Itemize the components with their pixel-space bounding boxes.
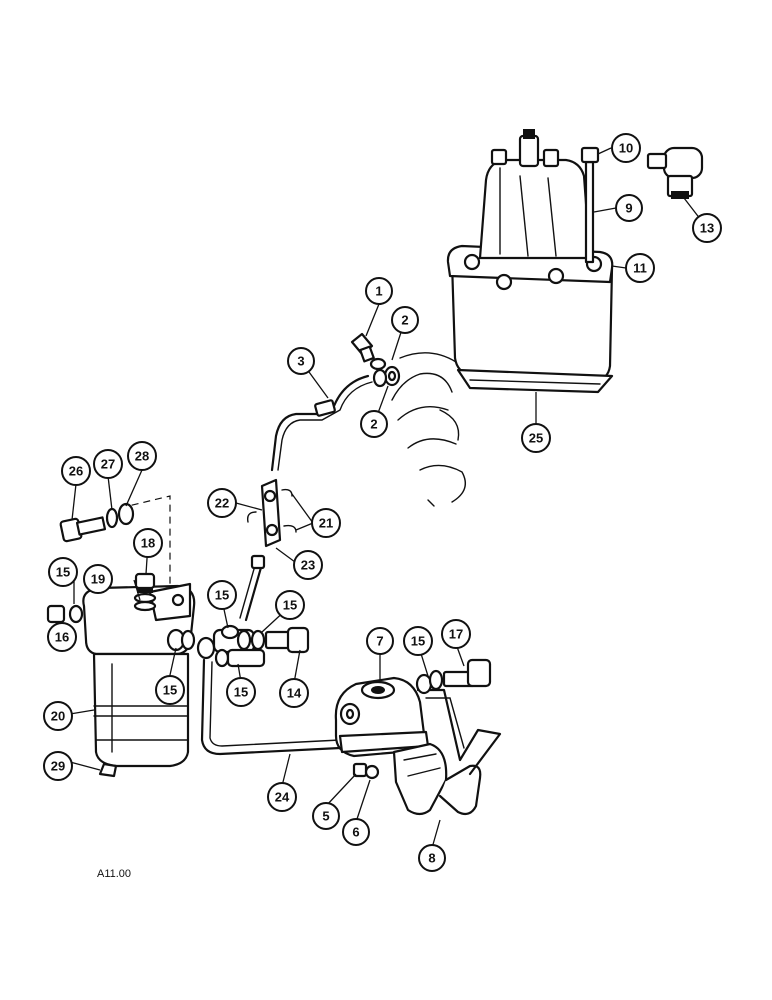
callout-5: 5 bbox=[312, 802, 340, 830]
callout-14: 14 bbox=[279, 678, 309, 708]
callout-2-lower: 2 bbox=[360, 410, 388, 438]
callout-22: 22 bbox=[207, 488, 237, 518]
svg-text:25: 25 bbox=[529, 431, 543, 446]
svg-text:15: 15 bbox=[411, 634, 425, 649]
callout-13: 13 bbox=[692, 213, 722, 243]
callout-25: 25 bbox=[521, 423, 551, 453]
callout-15-tee-right: 15 bbox=[275, 590, 305, 620]
callout-9: 9 bbox=[615, 194, 643, 222]
callout-28: 28 bbox=[127, 441, 157, 471]
svg-text:11: 11 bbox=[633, 261, 647, 276]
callout-23: 23 bbox=[293, 550, 323, 580]
governor-housing bbox=[446, 129, 614, 394]
svg-text:13: 13 bbox=[700, 221, 714, 236]
svg-text:21: 21 bbox=[319, 516, 333, 531]
callout-26: 26 bbox=[61, 456, 91, 486]
callout-2-upper: 2 bbox=[391, 306, 419, 334]
fuel-pipe-3 bbox=[270, 374, 373, 472]
pump-outlet-pipe bbox=[415, 658, 502, 776]
callout-8: 8 bbox=[418, 844, 446, 872]
callout-21: 21 bbox=[311, 508, 341, 538]
svg-text:15: 15 bbox=[215, 588, 229, 603]
callout-15-tee-top: 15 bbox=[207, 580, 237, 610]
svg-text:28: 28 bbox=[135, 449, 149, 464]
pipe-distribution-block bbox=[246, 478, 297, 548]
callout-17: 17 bbox=[441, 619, 471, 649]
fuel-lift-pump bbox=[334, 676, 482, 816]
engine-block-outline bbox=[391, 352, 466, 507]
svg-text:14: 14 bbox=[287, 686, 302, 701]
svg-text:26: 26 bbox=[69, 464, 83, 479]
svg-text:29: 29 bbox=[51, 759, 65, 774]
svg-text:2: 2 bbox=[401, 313, 408, 328]
callout-7: 7 bbox=[366, 627, 394, 655]
svg-text:5: 5 bbox=[322, 809, 329, 824]
svg-text:10: 10 bbox=[619, 141, 633, 156]
fuel-pipe-24 bbox=[200, 658, 342, 756]
svg-text:16: 16 bbox=[55, 630, 69, 645]
svg-text:24: 24 bbox=[275, 790, 290, 805]
svg-text:15: 15 bbox=[56, 565, 70, 580]
svg-text:27: 27 bbox=[101, 457, 115, 472]
callout-15-filter-side: 15 bbox=[48, 557, 78, 587]
filter-bolt-set bbox=[59, 502, 135, 543]
callout-6: 6 bbox=[342, 818, 370, 846]
callout-20: 20 bbox=[43, 701, 73, 731]
svg-text:8: 8 bbox=[428, 851, 435, 866]
svg-text:15: 15 bbox=[163, 683, 177, 698]
callout-16: 16 bbox=[47, 622, 77, 652]
figure-reference: A11.00 bbox=[97, 868, 131, 880]
svg-text:18: 18 bbox=[141, 536, 155, 551]
elbow-fitting bbox=[646, 146, 704, 199]
svg-text:3: 3 bbox=[297, 354, 304, 369]
svg-text:15: 15 bbox=[283, 598, 297, 613]
callout-19: 19 bbox=[83, 564, 113, 594]
callout-1: 1 bbox=[365, 277, 393, 305]
callout-15-pump: 15 bbox=[403, 626, 433, 656]
svg-text:1: 1 bbox=[375, 284, 382, 299]
callout-24: 24 bbox=[267, 782, 297, 812]
svg-text:17: 17 bbox=[449, 627, 463, 642]
callout-27: 27 bbox=[93, 449, 123, 479]
svg-text:20: 20 bbox=[51, 709, 65, 724]
callout-11: 11 bbox=[625, 253, 655, 283]
callout-18: 18 bbox=[133, 528, 163, 558]
callout-10: 10 bbox=[611, 133, 641, 163]
svg-text:22: 22 bbox=[215, 496, 229, 511]
fuel-pipe-23 bbox=[239, 554, 266, 622]
callout-29: 29 bbox=[43, 751, 73, 781]
callout-3: 3 bbox=[287, 347, 315, 375]
svg-text:19: 19 bbox=[91, 572, 105, 587]
svg-text:15: 15 bbox=[234, 685, 248, 700]
tee-fitting-assembly bbox=[196, 624, 310, 668]
svg-text:7: 7 bbox=[376, 634, 383, 649]
svg-text:9: 9 bbox=[625, 201, 632, 216]
svg-text:2: 2 bbox=[370, 417, 377, 432]
banjo-bolt-assembly bbox=[350, 332, 401, 388]
callout-15-tee-bottom: 15 bbox=[226, 677, 256, 707]
svg-text:23: 23 bbox=[301, 558, 315, 573]
svg-text:6: 6 bbox=[352, 825, 359, 840]
callout-15-filter-outlet: 15 bbox=[155, 675, 185, 705]
